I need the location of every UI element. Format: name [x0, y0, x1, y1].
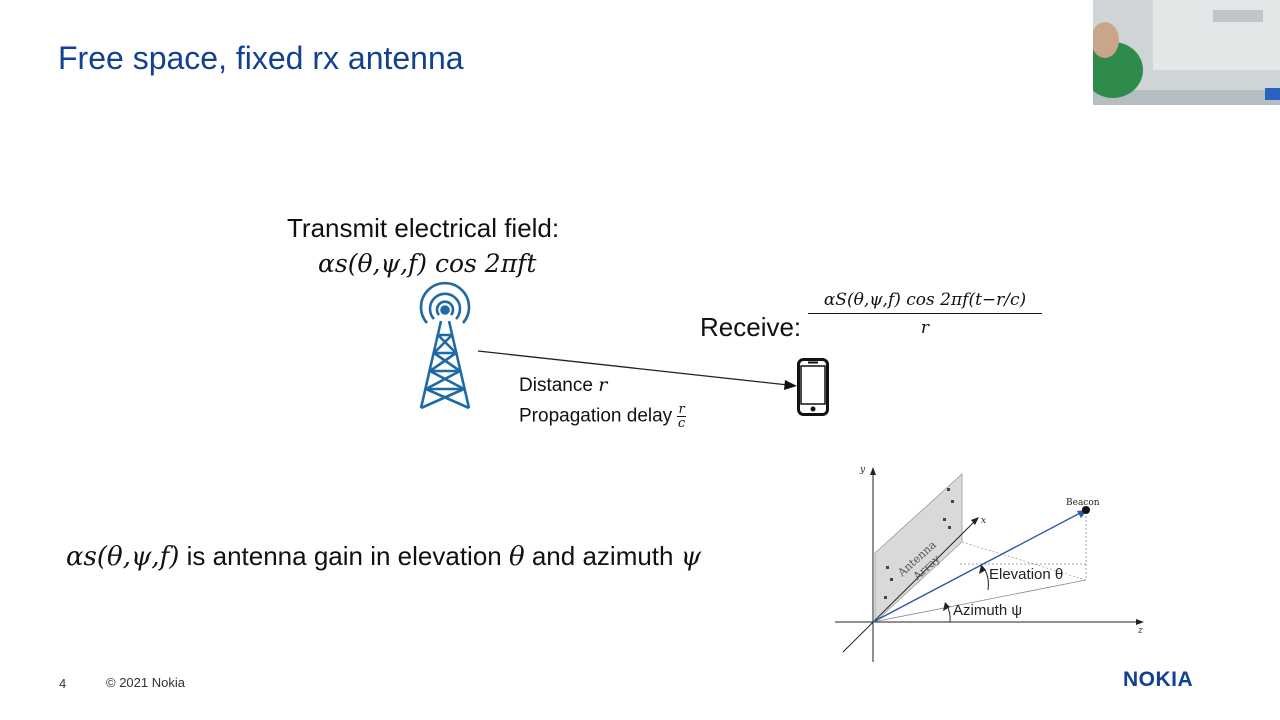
axis-x-label: x [981, 516, 986, 526]
gain-and: and azimuth [524, 541, 681, 571]
distance-label: Distance [519, 375, 593, 396]
transmit-equation: αs(θ,ψ,f) cos 2πft [318, 249, 537, 278]
smartphone-icon [797, 358, 829, 416]
copyright: © 2021 Nokia [106, 675, 185, 690]
elevation-label: Elevation θ [989, 566, 1063, 583]
delay-denominator: c [677, 416, 686, 431]
delay-label: Propagation delay [519, 405, 673, 427]
antenna-tower-icon [419, 281, 471, 410]
distance-symbol: r [598, 374, 608, 396]
slide-title: Free space, fixed rx antenna [58, 40, 464, 76]
beacon-ray [872, 511, 1083, 623]
array-elements [884, 488, 954, 599]
antenna-gain-statement: αs(θ,ψ,f) is antenna gain in elevation θ… [66, 541, 701, 572]
azimuth-label: Azimuth ψ [953, 602, 1022, 619]
gain-text: is antenna gain in elevation [179, 541, 509, 571]
presenter-video-image [1093, 0, 1280, 105]
delay-numerator: r [677, 402, 686, 417]
gain-symbol: αs(θ,ψ,f) [66, 542, 180, 572]
transmit-label: Transmit electrical field: [287, 213, 560, 243]
axis-z-label: z [1137, 626, 1143, 636]
receive-numerator: αS(θ,ψ,f) cos 2πf(t−r/c) [823, 290, 1027, 310]
fraction-bar [808, 313, 1042, 314]
beacon-point [1082, 506, 1090, 514]
propagation-delay-text: Propagation delay r c [519, 403, 686, 430]
receive-equation: αS(θ,ψ,f) cos 2πf(t−r/c) r [808, 290, 1042, 338]
beacon-label: Beacon [1066, 498, 1100, 508]
page-number: 4 [59, 676, 67, 691]
gain-psi: ψ [680, 542, 702, 572]
receive-label: Receive: [700, 312, 802, 342]
nokia-logo: NOKIA [1123, 668, 1194, 691]
gain-theta: θ [508, 542, 525, 572]
distance-text: Distance r [519, 374, 607, 397]
presenter-video [1093, 0, 1280, 105]
delay-fraction: r c [677, 402, 686, 431]
receive-denominator: r [920, 318, 930, 338]
x-axis [842, 520, 976, 653]
axis-y-label: y [859, 465, 866, 475]
